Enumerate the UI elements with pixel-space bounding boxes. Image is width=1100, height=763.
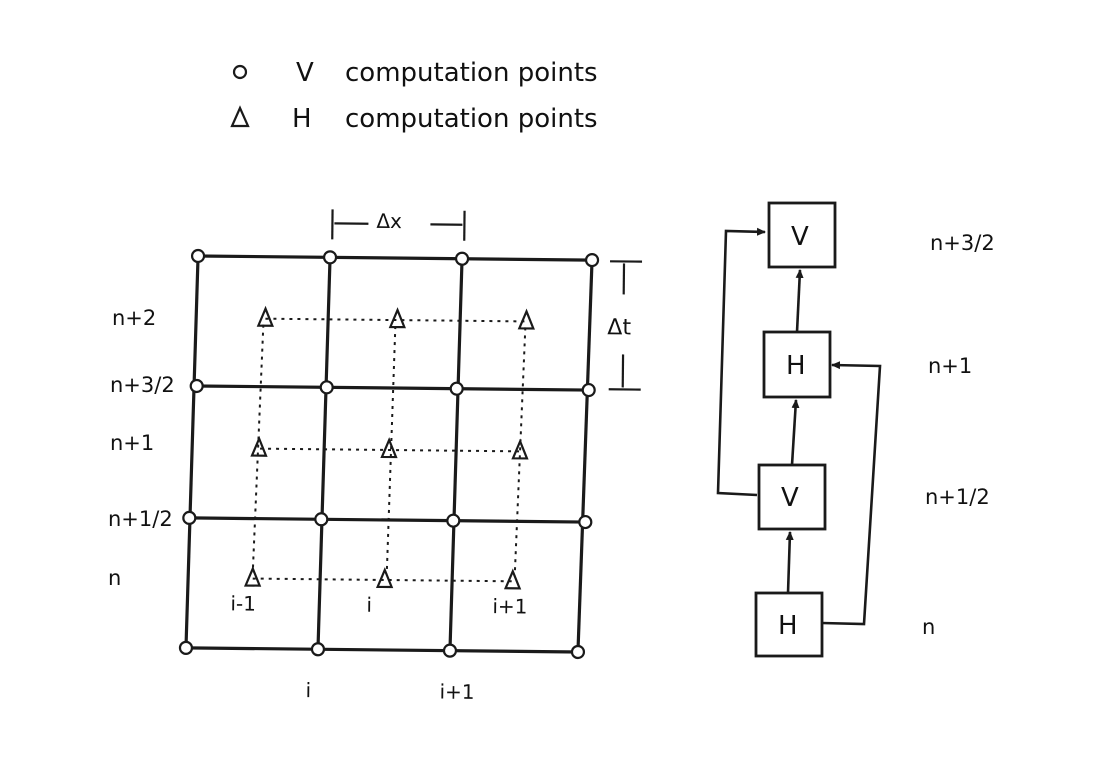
bottom-label-i: i <box>305 678 311 702</box>
h-point <box>256 305 274 327</box>
h-point <box>511 438 529 460</box>
v-point <box>454 251 470 266</box>
v-point <box>446 513 461 528</box>
h-point <box>388 307 406 329</box>
triangle-label-i-minus-1: i-1 <box>230 591 256 615</box>
circle-icon <box>232 64 248 80</box>
v-point <box>449 381 464 396</box>
v-point <box>190 248 206 264</box>
flow-box-h-bottom <box>754 591 824 658</box>
row-label-n-plus-1-2: n+1/2 <box>108 507 173 531</box>
dt-dimension: Δt <box>607 260 643 391</box>
row-label-n-plus-2: n+2 <box>112 306 156 330</box>
v-computation-points <box>178 248 600 660</box>
grid-col-4 <box>576 260 594 653</box>
row-label-n: n <box>108 566 121 590</box>
grid-line-bottom <box>185 646 578 654</box>
dx-label: Δx <box>376 209 402 233</box>
h-computation-points <box>243 305 535 590</box>
flow-box-h-bottom-label: H <box>778 611 798 641</box>
h-point <box>375 567 394 589</box>
v-point <box>570 644 586 660</box>
triangle-label-i: i <box>366 593 372 617</box>
v-point <box>581 382 596 398</box>
legend: V computation points H computation point… <box>230 58 598 134</box>
computation-grid: Δx Δt <box>178 209 643 704</box>
flow-box-v-lower <box>757 463 827 531</box>
flow-box-v-top-label: V <box>791 222 809 252</box>
legend-h-letter: H <box>292 104 312 134</box>
grid-line-n-3-2 <box>196 384 589 392</box>
row-label-n-plus-3-2: n+3/2 <box>110 373 175 397</box>
v-point <box>310 642 326 657</box>
computation-flow-chart: V H V H n+3/2 n+1 n+1/2 n <box>716 201 995 658</box>
flow-level-n-plus-1-2: n+1/2 <box>925 485 990 509</box>
triangle-label-i-plus-1: i+1 <box>492 594 527 618</box>
flow-box-v-top <box>767 201 837 269</box>
h-point <box>380 437 398 459</box>
bottom-label-i-plus-1: i+1 <box>439 680 474 704</box>
legend-v-letter: V <box>296 58 314 88</box>
legend-v-text: computation points <box>345 58 598 88</box>
grid-line-n-1-2 <box>189 516 586 524</box>
v-point <box>182 510 197 526</box>
flow-level-n-plus-3-2: n+3/2 <box>930 231 995 255</box>
flow-level-n-plus-1: n+1 <box>928 354 972 378</box>
row-labels: n+2 n+3/2 n+1 n+1/2 n <box>108 306 175 590</box>
flow-box-v-lower-label: V <box>781 483 799 513</box>
h-point <box>503 568 522 590</box>
flow-level-n: n <box>922 615 935 639</box>
v-point <box>578 514 593 530</box>
row-label-n-plus-1: n+1 <box>110 431 154 455</box>
h-point <box>243 565 262 587</box>
flow-box-h-upper <box>762 330 832 399</box>
v-point <box>319 380 334 395</box>
h-point <box>250 435 268 457</box>
triangle-icon <box>230 105 250 128</box>
dx-dimension: Δx <box>331 209 466 241</box>
flow-box-h-upper-label: H <box>786 351 806 381</box>
grid-col-2 <box>316 257 332 650</box>
legend-h-text: computation points <box>345 104 598 134</box>
grid-col-3 <box>448 258 464 651</box>
grid-line-top <box>198 254 593 262</box>
v-point <box>442 643 458 658</box>
v-point <box>189 378 204 394</box>
v-point <box>178 640 194 655</box>
h-dashed-network <box>251 317 527 583</box>
dt-label: Δt <box>607 315 631 340</box>
grid-col-1 <box>184 255 200 648</box>
v-point <box>314 512 329 527</box>
v-point <box>322 250 338 265</box>
h-point <box>517 308 535 330</box>
v-point <box>584 253 600 268</box>
